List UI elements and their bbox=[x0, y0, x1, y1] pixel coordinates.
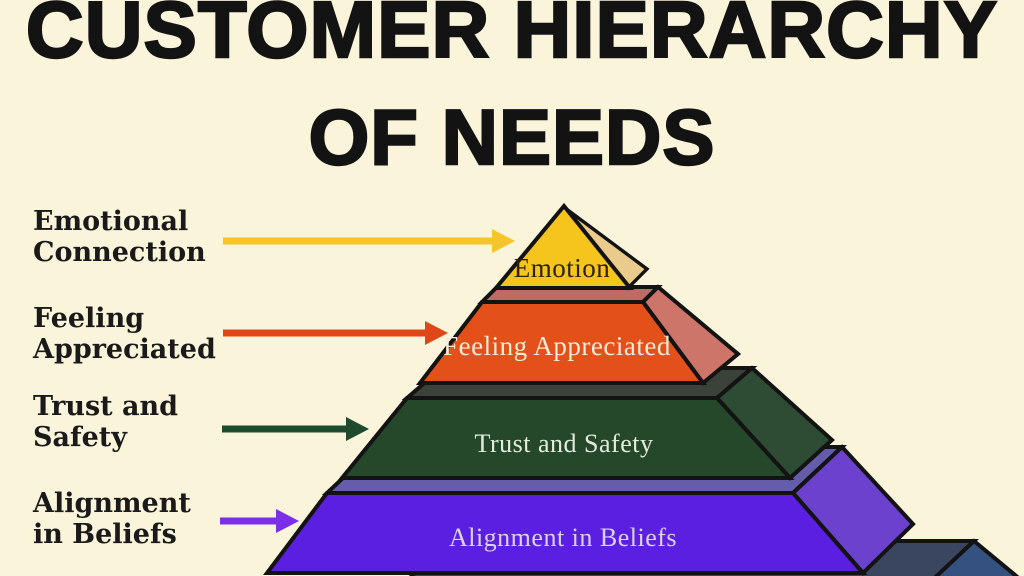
tier-hidden-bottom-side-face bbox=[933, 538, 1020, 576]
label-alignment-in-beliefs-line2: in Beliefs bbox=[33, 519, 177, 550]
label-alignment-in-beliefs-line1: Alignment bbox=[33, 488, 191, 519]
label-emotional-connection: Emotional Connection bbox=[33, 206, 206, 268]
tier-alignment-label: Alignment in Beliefs bbox=[449, 523, 677, 552]
tier-feeling-label: Feeling Appreciated bbox=[443, 331, 671, 361]
arrow-emotional-connection-head bbox=[492, 229, 515, 253]
label-alignment-in-beliefs: Alignment in Beliefs bbox=[33, 488, 191, 550]
tier-trust-label: Trust and Safety bbox=[475, 429, 654, 458]
tier-emotion-label: Emotion bbox=[514, 253, 611, 283]
label-feeling-appreciated-line1: Feeling bbox=[33, 303, 145, 334]
page-title: CUSTOMER HIERARCHY OF NEEDS bbox=[0, 0, 1024, 181]
arrow-alignment-in-beliefs bbox=[220, 509, 299, 533]
arrow-feeling-appreciated bbox=[223, 321, 448, 345]
label-feeling-appreciated: Feeling Appreciated bbox=[33, 303, 216, 365]
arrow-emotional-connection bbox=[223, 229, 515, 253]
tier-alignment-front-face bbox=[263, 491, 868, 575]
tier-emotion-front-face bbox=[491, 202, 635, 290]
label-feeling-appreciated-line2: Appreciated bbox=[33, 334, 216, 365]
label-emotional-connection-line2: Connection bbox=[33, 237, 206, 268]
label-trust-and-safety-line1: Trust and bbox=[33, 391, 179, 422]
arrow-alignment-in-beliefs-head bbox=[276, 509, 299, 533]
arrow-trust-and-safety-head bbox=[346, 417, 369, 441]
arrow-trust-and-safety bbox=[222, 417, 369, 441]
label-trust-and-safety: Trust and Safety bbox=[33, 391, 178, 453]
arrow-feeling-appreciated-head bbox=[425, 321, 448, 345]
page-title-line2: OF NEEDS bbox=[307, 93, 716, 181]
tier-feeling-front-face bbox=[415, 300, 707, 385]
label-emotional-connection-line1: Emotional bbox=[33, 206, 189, 237]
tier-trust-front-face bbox=[337, 396, 795, 480]
label-trust-and-safety-line2: Safety bbox=[33, 422, 127, 453]
page-title-line1: CUSTOMER HIERARCHY bbox=[25, 0, 999, 75]
